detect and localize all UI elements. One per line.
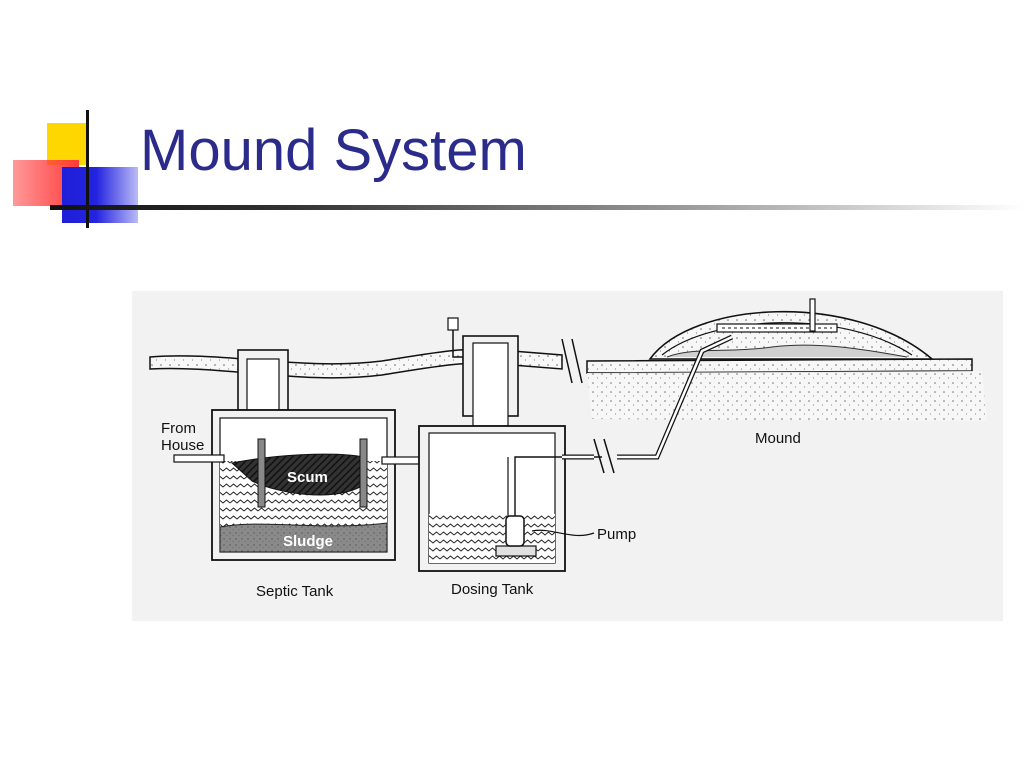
dosing-tank-label: Dosing Tank [451, 581, 534, 598]
sludge-label: Sludge [283, 533, 333, 550]
from-house-label-line2: House [161, 437, 204, 454]
septic-tank [173, 349, 437, 561]
scum-label: Scum [287, 469, 328, 486]
septic-tank-label: Septic Tank [256, 583, 334, 600]
decor-blue-square [62, 167, 138, 223]
mound-label: Mound [755, 430, 801, 447]
mound [648, 298, 935, 360]
slide-title: Mound System [140, 118, 527, 183]
decor-yellow-square [47, 123, 87, 165]
decor-vertical-line [86, 110, 89, 228]
pipe-to-mound [562, 334, 734, 474]
pump-label: Pump [597, 526, 636, 543]
title-underline [50, 205, 1024, 210]
dosing-tank [418, 317, 602, 572]
from-house-label-line1: From [161, 420, 196, 437]
mound-system-diagram: From House Scum Sludge Septic Tank Dosin… [132, 291, 1003, 621]
